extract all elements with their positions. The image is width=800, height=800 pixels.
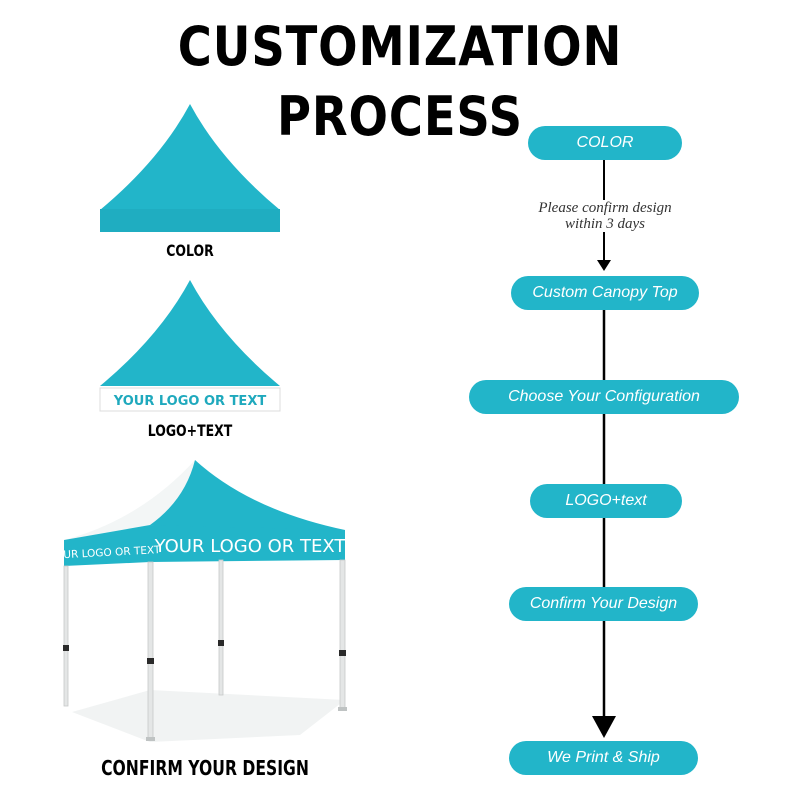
tent-front-text: YOUR LOGO OR TEXT — [154, 536, 347, 557]
confirm-note-line1: Please confirm design — [538, 200, 672, 216]
flow-step-logo-text: LOGO+text — [530, 484, 682, 518]
flow-step-confirm-design: Confirm Your Design — [509, 587, 698, 621]
tent-illustration: YOUR LOGO OR TEXT YOUR LOGO OR TEXT — [48, 460, 347, 742]
canopy-logo-text: YOUR LOGO OR TEXT — [99, 280, 281, 412]
caption-confirm-design: CONFIRM YOUR DESIGN — [101, 756, 309, 780]
page-title: CUSTOMIZATION PROCESS — [177, 15, 623, 148]
flow-step-custom-canopy-top: Custom Canopy Top — [511, 276, 699, 310]
canopy-color — [100, 104, 280, 232]
confirm-note: Please confirm design within 3 days — [505, 200, 705, 232]
tent-side-text: YOUR LOGO OR TEXT — [48, 544, 161, 562]
caption-logo-text: LOGO+TEXT — [147, 421, 233, 440]
flow-step-print-ship: We Print & Ship — [509, 741, 698, 775]
flow-step-choose-configuration: Choose Your Configuration — [469, 380, 739, 414]
flow-step-color: COLOR — [528, 126, 682, 160]
confirm-note-line2: within 3 days — [564, 216, 645, 232]
flow-connector — [592, 160, 616, 738]
banner-text: YOUR LOGO OR TEXT — [113, 394, 267, 409]
caption-color: COLOR — [166, 241, 214, 260]
